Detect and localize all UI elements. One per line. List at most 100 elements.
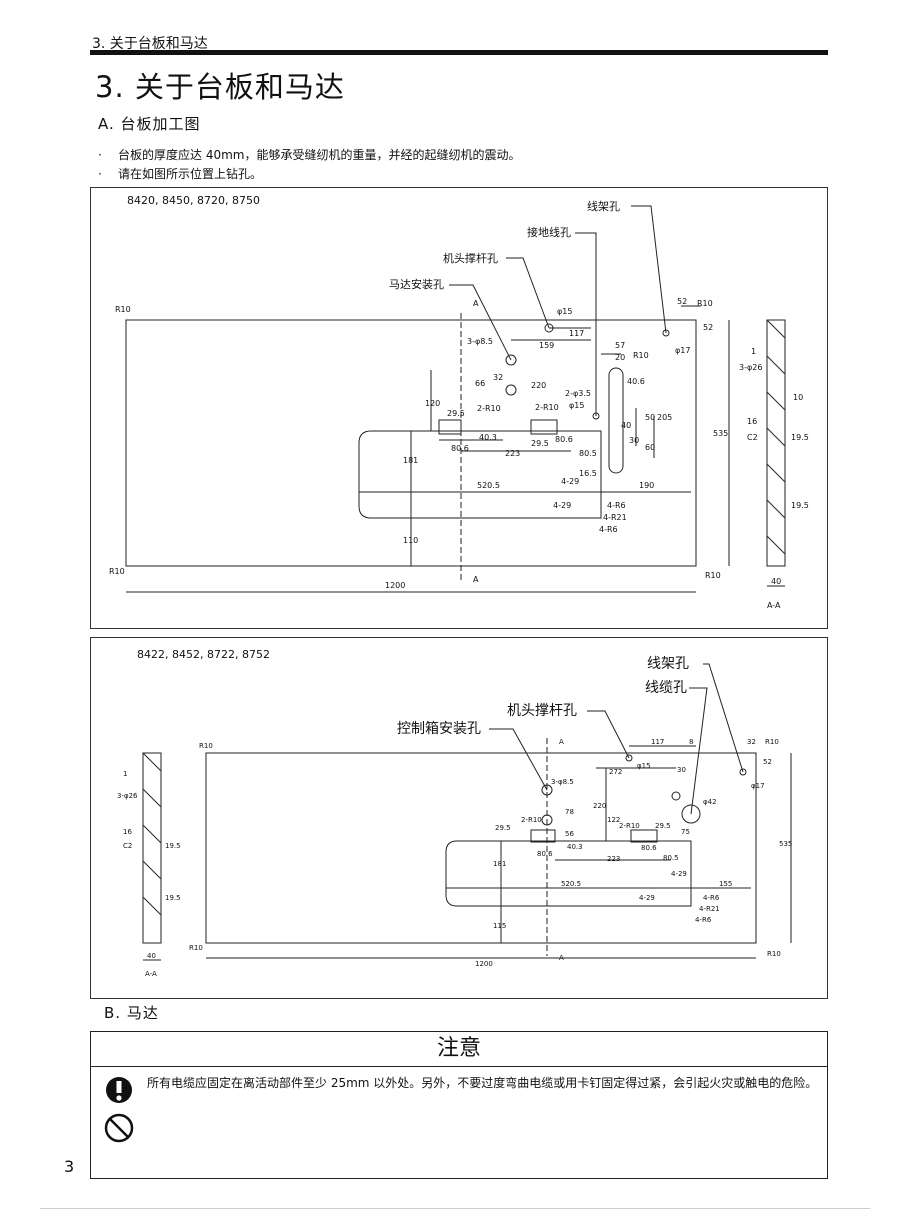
vertical-slot xyxy=(608,367,624,474)
hole xyxy=(671,791,681,801)
dim-label: R10 xyxy=(189,944,203,952)
dim-label: 272 xyxy=(609,768,622,776)
mandatory-icon xyxy=(106,1077,132,1103)
dim-label: 3-φ26 xyxy=(117,792,138,800)
bullet-item: ·台板的厚度应达 40mm，能够承受缝纫机的重量，并经的起缝纫机的震动。 xyxy=(98,148,521,162)
section-mark: A xyxy=(473,575,479,584)
dim-label: 52 xyxy=(763,758,772,766)
page-number: 3 xyxy=(64,1157,75,1176)
caution-box: 注意 所有电缆应固定在离活动部件至少 25mm 以外处。另外，不要过度弯曲电缆或… xyxy=(90,1031,828,1179)
header-rule xyxy=(90,50,828,55)
dim-label: 52 xyxy=(703,323,713,332)
dim-label: 80.6 xyxy=(641,844,657,852)
dim-label: φ17 xyxy=(751,782,765,790)
section-mark: A xyxy=(559,738,564,746)
dim-label: 3-φ8.5 xyxy=(551,778,574,786)
dim-label: 4-R6 xyxy=(599,525,618,534)
dim-label: 10 xyxy=(793,393,803,402)
slot-left xyxy=(438,419,462,435)
slot-right xyxy=(630,829,658,843)
dim-label: 2-R10 xyxy=(535,403,559,412)
dim-label: 4-R6 xyxy=(703,894,720,902)
dim-label: φ42 xyxy=(703,798,717,806)
dim-label: 16 xyxy=(747,417,757,426)
dim-label: 40.6 xyxy=(627,377,645,386)
dim-label: 3-φ26 xyxy=(739,363,762,372)
subsection-a-title: A. 台板加工图 xyxy=(98,115,201,133)
dim-label: 155 xyxy=(719,880,732,888)
dim-label: 181 xyxy=(403,456,418,465)
dim-label: 60 xyxy=(645,443,655,452)
dim-label: 535 xyxy=(713,429,728,438)
dim-label: 20 xyxy=(615,353,625,362)
leader-line xyxy=(449,284,512,361)
dim-label: R10 xyxy=(765,738,779,746)
section-view-label: A-A xyxy=(145,970,157,978)
section-mark: A xyxy=(559,954,564,962)
dim-label: 80.6 xyxy=(555,435,573,444)
diagram-2-drawing: 8422, 8452, 8722, 8752 线架孔 线缆孔 机头撑杆孔 控制箱… xyxy=(117,648,792,978)
dim-label: 4-29 xyxy=(553,501,571,510)
machine-cutout xyxy=(445,840,692,907)
dim-label: 4-R6 xyxy=(607,501,626,510)
hatch xyxy=(766,355,786,375)
dim-label: 8 xyxy=(689,738,693,746)
leader-line xyxy=(631,205,667,334)
dim-label: 52 xyxy=(677,297,687,306)
dim-label: 16.5 xyxy=(579,469,597,478)
dim-label: 205 xyxy=(657,413,672,422)
dim-label: 78 xyxy=(565,808,574,816)
hatch xyxy=(766,463,786,483)
callout-thread-stand-hole: 线架孔 xyxy=(647,656,689,672)
dim-label: 16 xyxy=(123,828,132,836)
dim-label: 120 xyxy=(425,399,440,408)
dim-label: R10 xyxy=(697,299,713,308)
dim-label: 4-29 xyxy=(561,477,579,486)
dim-label: 4-29 xyxy=(639,894,655,902)
section-view-label: A-A xyxy=(767,601,781,610)
dim-label: 4-29 xyxy=(671,870,687,878)
dim-label: 122 xyxy=(607,816,620,824)
callout-head-support-hole: 机头撑杆孔 xyxy=(443,251,498,265)
dim-label: R10 xyxy=(115,305,131,314)
section-mark: A xyxy=(473,299,479,308)
dim-label: R10 xyxy=(767,950,781,958)
dim-label: R10 xyxy=(109,567,125,576)
dim-label: R10 xyxy=(705,571,721,580)
model-list: 8420, 8450, 8720, 8750 xyxy=(127,194,260,207)
model-list: 8422, 8452, 8722, 8752 xyxy=(137,648,270,661)
dim-label: 223 xyxy=(505,449,520,458)
dim-label: φ15 xyxy=(569,401,584,410)
dim-label: 30 xyxy=(677,766,686,774)
dim-label: 40 xyxy=(147,952,156,960)
dim-label: 535 xyxy=(779,840,792,848)
dim-label: 29.5 xyxy=(447,409,465,418)
leader-line xyxy=(575,232,597,416)
dim-label: R10 xyxy=(633,351,649,360)
hatch xyxy=(142,860,162,880)
caution-heading: 注意 xyxy=(91,1032,827,1067)
leader-line xyxy=(703,663,744,773)
dim-label: 40.3 xyxy=(479,433,497,442)
hatch xyxy=(766,499,786,519)
hole xyxy=(505,354,517,366)
dim-label: 4-R21 xyxy=(699,905,720,913)
dim-label: C2 xyxy=(747,433,758,442)
dim-label: 115 xyxy=(493,922,506,930)
dim-label: 117 xyxy=(651,738,664,746)
dim-label: 30 xyxy=(629,436,639,445)
dim-label: 520.5 xyxy=(561,880,581,888)
hole xyxy=(505,384,517,396)
running-header: 3. 关于台板和马达 xyxy=(92,36,208,52)
hatch xyxy=(766,535,786,555)
section-view-body xyxy=(766,319,786,567)
dim-label: 50 xyxy=(645,413,655,422)
dim-label: 80.5 xyxy=(579,449,597,458)
dim-label: 32 xyxy=(493,373,503,382)
dim-label: 29.5 xyxy=(531,439,549,448)
dim-label: 1200 xyxy=(475,960,493,968)
hole xyxy=(625,754,633,762)
dim-label: 220 xyxy=(531,381,546,390)
caution-icons xyxy=(101,1076,137,1160)
dim-label: 80.6 xyxy=(451,444,469,453)
